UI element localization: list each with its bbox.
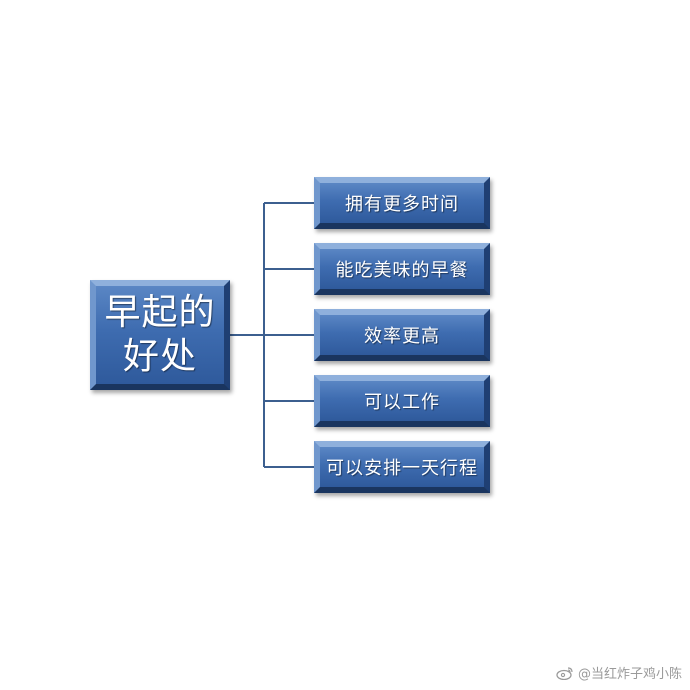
child-node-2: 能吃美味的早餐	[314, 243, 490, 295]
child-node-1: 拥有更多时间	[314, 177, 490, 229]
watermark: @当红炸子鸡小陈	[556, 663, 682, 682]
child-node-label-3: 效率更高	[364, 326, 440, 347]
child-node-5: 可以安排一天行程	[314, 441, 490, 493]
root-node: 早起的好处	[90, 280, 230, 390]
child-node-label-2: 能吃美味的早餐	[335, 260, 469, 281]
child-node-label-4: 可以工作	[364, 392, 440, 413]
child-node-label-1: 拥有更多时间	[345, 194, 459, 215]
root-node-label: 早起的好处	[104, 292, 216, 377]
child-node-4: 可以工作	[314, 375, 490, 427]
child-node-label-5: 可以安排一天行程	[326, 458, 478, 479]
watermark-text: @当红炸子鸡小陈	[577, 667, 682, 682]
child-node-3: 效率更高	[314, 309, 490, 361]
weibo-icon	[556, 666, 573, 680]
